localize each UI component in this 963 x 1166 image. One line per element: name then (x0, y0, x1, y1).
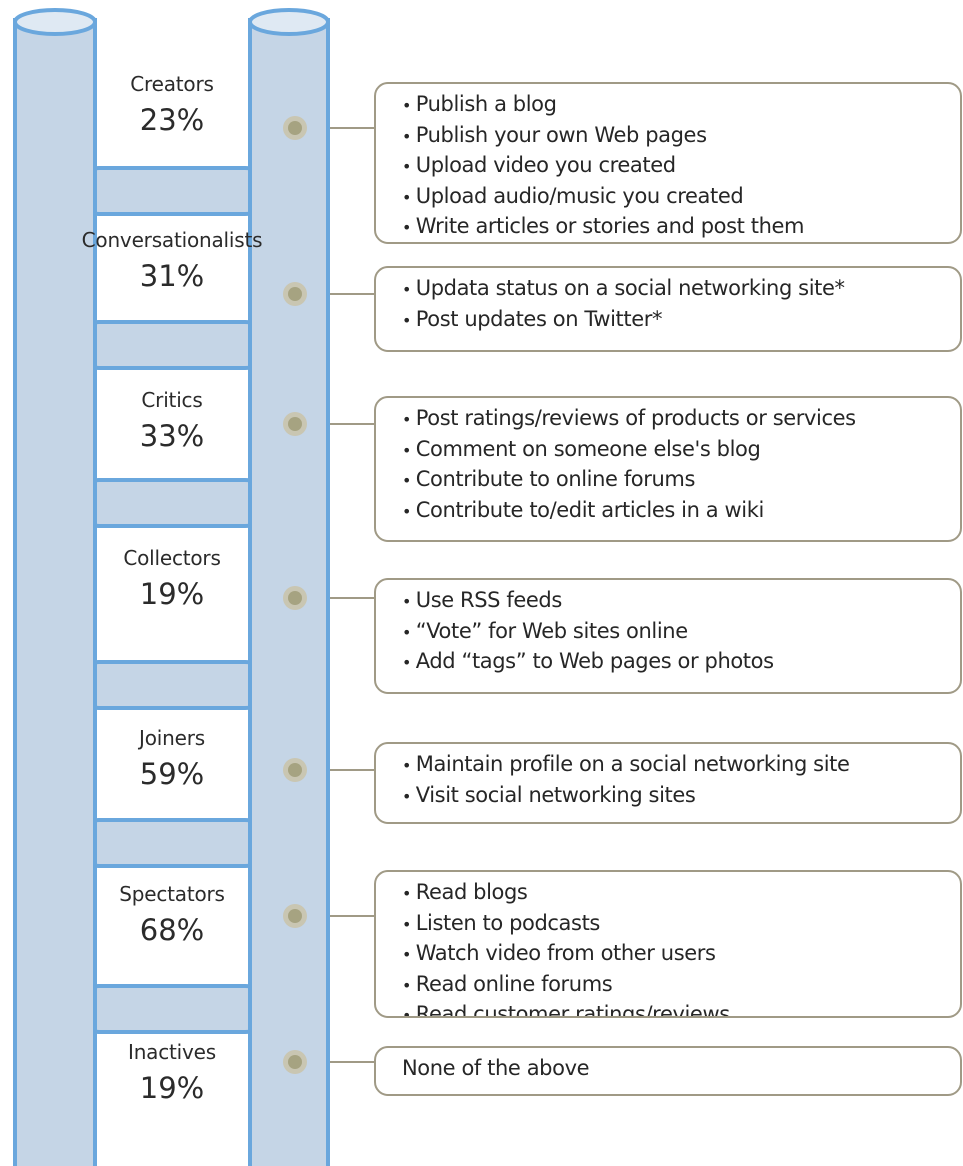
activity-item: Updata status on a social networking sit… (402, 274, 960, 305)
activity-item: Write articles or stories and post them (402, 212, 960, 242)
activity-item: Visit social networking sites (402, 781, 960, 812)
rung-percent: 23% (139, 103, 205, 137)
activity-item: Publish your own Web pages (402, 121, 960, 152)
ladder-rung-bar (74, 166, 270, 216)
activity-item: Upload video you created (402, 151, 960, 182)
left-pole (13, 8, 97, 1166)
activity-item: Post updates on Twitter* (402, 305, 960, 336)
rung-name: Critics (141, 388, 203, 412)
ladder-rung-bar (74, 984, 270, 1034)
bullet-marker-inactives (283, 1050, 307, 1074)
rung-name: Joiners (139, 726, 205, 750)
rung-percent: 31% (139, 259, 205, 293)
rung-label-critics: Critics 33% (97, 388, 247, 454)
activity-item: Listen to podcasts (402, 909, 960, 940)
rung-label-joiners: Joiners 59% (97, 726, 247, 792)
bullet-marker-joiners (283, 758, 307, 782)
activity-box-joiners: Maintain profile on a social networking … (374, 742, 962, 824)
rung-name: Conversationalists (81, 228, 263, 252)
activity-item: Contribute to online forums (402, 465, 960, 496)
activity-box-collectors: Use RSS feeds“Vote” for Web sites online… (374, 578, 962, 694)
rung-percent: 19% (139, 577, 205, 611)
bullet-markers (283, 116, 307, 1074)
ladder-rung-bar (74, 320, 270, 370)
activity-box-inactives: None of the above (374, 1046, 962, 1096)
activity-item: Publish a blog (402, 90, 960, 121)
bullet-marker-collectors (283, 586, 307, 610)
activity-item: Comment on someone else's blog (402, 435, 960, 466)
ladder-rung-bar (74, 818, 270, 868)
ladder-rung-bar (74, 660, 270, 710)
activity-item: Add “tags” to Web pages or photos (402, 647, 960, 678)
rung-percent: 68% (139, 913, 205, 947)
rung-name: Spectators (119, 882, 225, 906)
activity-item: Post ratings/reviews of products or serv… (402, 404, 960, 435)
activity-item: Use RSS feeds (402, 586, 960, 617)
rung-name: Creators (130, 72, 214, 96)
activity-item: Read online forums (402, 970, 960, 1001)
bullet-marker-conversationalists (283, 282, 307, 306)
rung-percent: 59% (139, 757, 205, 791)
activity-box-conversationalists: Updata status on a social networking sit… (374, 266, 962, 352)
activity-item: None of the above (402, 1056, 590, 1080)
bullet-marker-creators (283, 116, 307, 140)
activity-item: “Vote” for Web sites online (402, 617, 960, 648)
activity-box-critics: Post ratings/reviews of products or serv… (374, 396, 962, 542)
rung-label-creators: Creators 23% (97, 72, 247, 138)
activity-box-creators: Publish a blogPublish your own Web pages… (374, 82, 962, 244)
bullet-marker-spectators (283, 904, 307, 928)
activity-item: Contribute to/edit articles in a wiki (402, 496, 960, 527)
rung-label-spectators: Spectators 68% (97, 882, 247, 948)
activity-box-spectators: Read blogsListen to podcastsWatch video … (374, 870, 962, 1018)
rung-label-inactives: Inactives 19% (97, 1040, 247, 1106)
activity-item: Read blogs (402, 878, 960, 909)
rung-label-conversationalists: Conversationalists 31% (60, 228, 284, 294)
rung-percent: 33% (139, 419, 205, 453)
activity-item: Upload audio/music you created (402, 182, 960, 213)
rung-label-collectors: Collectors 19% (97, 546, 247, 612)
activity-item: Read customer ratings/reviews (402, 1000, 960, 1016)
ladder-rungs (74, 166, 270, 1034)
rung-percent: 19% (139, 1071, 205, 1105)
ladder-rung-bar (74, 478, 270, 528)
activity-item: Watch video from other users (402, 939, 960, 970)
rung-name: Collectors (123, 546, 221, 570)
rung-name: Inactives (128, 1040, 216, 1064)
activity-item: Maintain profile on a social networking … (402, 750, 960, 781)
bullet-marker-critics (283, 412, 307, 436)
